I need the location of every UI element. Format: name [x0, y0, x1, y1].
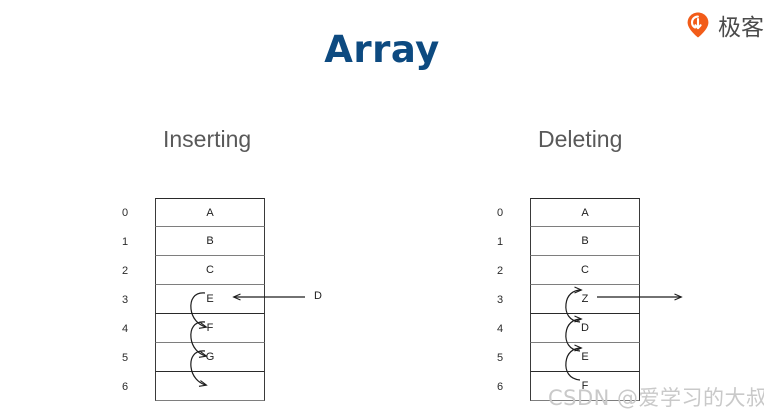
- cell-value: C: [581, 264, 589, 276]
- cell-value: D: [581, 322, 589, 334]
- array-row: 5 G: [118, 343, 265, 372]
- array-row: 2 C: [118, 256, 265, 285]
- cell-value: A: [581, 206, 589, 219]
- cell-value: A: [206, 206, 214, 219]
- array-diagram-deleting: 0 A 1 B 2 C 3 Z 4 D 5 E 6 F: [493, 198, 640, 401]
- row-index: 1: [497, 235, 504, 248]
- array-row: 1 B: [493, 227, 640, 256]
- cell-value: F: [206, 322, 214, 334]
- cell-value: C: [206, 264, 214, 276]
- cell-value: B: [206, 235, 214, 247]
- cell-value: E: [206, 293, 214, 305]
- row-index: 3: [497, 293, 504, 306]
- row-index: 0: [497, 206, 504, 219]
- row-cell: F: [530, 372, 640, 401]
- row-cell: B: [155, 227, 265, 256]
- row-cell: E: [530, 343, 640, 372]
- row-index: 2: [122, 264, 129, 277]
- cell-value: F: [581, 380, 589, 392]
- row-cell: E: [155, 285, 265, 314]
- row-index: 5: [497, 351, 504, 364]
- array-row: 1 B: [118, 227, 265, 256]
- section-heading-deleting: Deleting: [538, 126, 623, 152]
- row-index: 5: [122, 351, 129, 364]
- watermark: CSDN @爱学习的大叔: [548, 386, 764, 410]
- row-index: 6: [122, 380, 129, 393]
- row-cell: G: [155, 343, 265, 372]
- row-cell: [155, 372, 265, 401]
- row-cell: F: [155, 314, 265, 343]
- page-title: Array: [324, 28, 440, 71]
- row-index: 2: [497, 264, 504, 277]
- section-heading-inserting: Inserting: [163, 126, 252, 152]
- row-cell: C: [530, 256, 640, 285]
- row-cell: B: [530, 227, 640, 256]
- row-cell: D: [530, 314, 640, 343]
- insert-source-label: D: [314, 290, 322, 302]
- cell-value: B: [581, 235, 589, 247]
- row-index: 3: [122, 293, 129, 306]
- array-row: 0 A: [493, 198, 640, 227]
- row-index: 0: [122, 206, 129, 219]
- array-row: 3 Z: [493, 285, 640, 314]
- brand-logo: 极客: [684, 8, 764, 42]
- array-row: 0 A: [118, 198, 265, 227]
- row-index: 6: [497, 380, 504, 393]
- row-cell: A: [530, 198, 640, 227]
- row-index: 4: [122, 322, 129, 335]
- array-row: 2 C: [493, 256, 640, 285]
- cell-value: E: [581, 351, 589, 363]
- array-row: 4 F: [118, 314, 265, 343]
- geekbang-location-pin-icon: [684, 11, 712, 39]
- row-cell: A: [155, 198, 265, 227]
- row-cell: C: [155, 256, 265, 285]
- array-row: 3 E: [118, 285, 265, 314]
- array-row: 6 F: [493, 372, 640, 401]
- cell-value: Z: [581, 293, 589, 305]
- row-cell: Z: [530, 285, 640, 314]
- array-row: 5 E: [493, 343, 640, 372]
- brand-name: 极客: [718, 15, 764, 41]
- array-row: 6: [118, 372, 265, 401]
- row-index: 1: [122, 235, 129, 248]
- array-row: 4 D: [493, 314, 640, 343]
- cell-value: G: [205, 351, 215, 363]
- array-diagram-inserting: 0 A 1 B 2 C 3 E 4 F 5 G 6: [118, 198, 265, 401]
- row-index: 4: [497, 322, 504, 335]
